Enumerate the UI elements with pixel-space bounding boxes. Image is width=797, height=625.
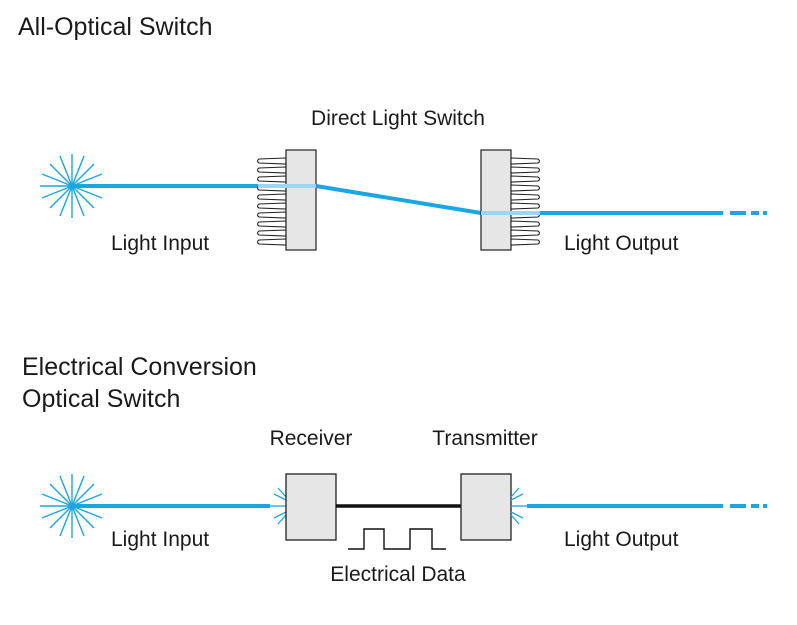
top-light-output-label: Light Output [564,232,679,255]
direct-light-switch-label: Direct Light Switch [311,107,485,130]
receiver-glow-icon [270,487,287,525]
electrical-heading-line1: Electrical Conversion [22,353,257,381]
electrical-heading-line2: Optical Switch [22,385,180,413]
switched-light-path [315,184,482,215]
electrical-data-square-wave [348,528,446,550]
top-light-input-label: Light Input [111,232,209,255]
receiver-label: Receiver [270,427,353,450]
switch-comb-right [510,157,541,246]
bottom-light-input-label: Light Input [111,528,209,551]
switch-comb-left [256,157,287,246]
all-optical-heading: All-Optical Switch [18,13,213,41]
bottom-light-output-label: Light Output [564,528,679,551]
electrical-data-label: Electrical Data [330,563,466,586]
transmitter-glow-icon [510,487,527,525]
transmitter-label: Transmitter [432,427,537,450]
switch-block-left [285,149,317,251]
receiver-box [285,473,337,541]
switch-block-right [480,149,512,251]
transmitter-box [460,473,512,541]
